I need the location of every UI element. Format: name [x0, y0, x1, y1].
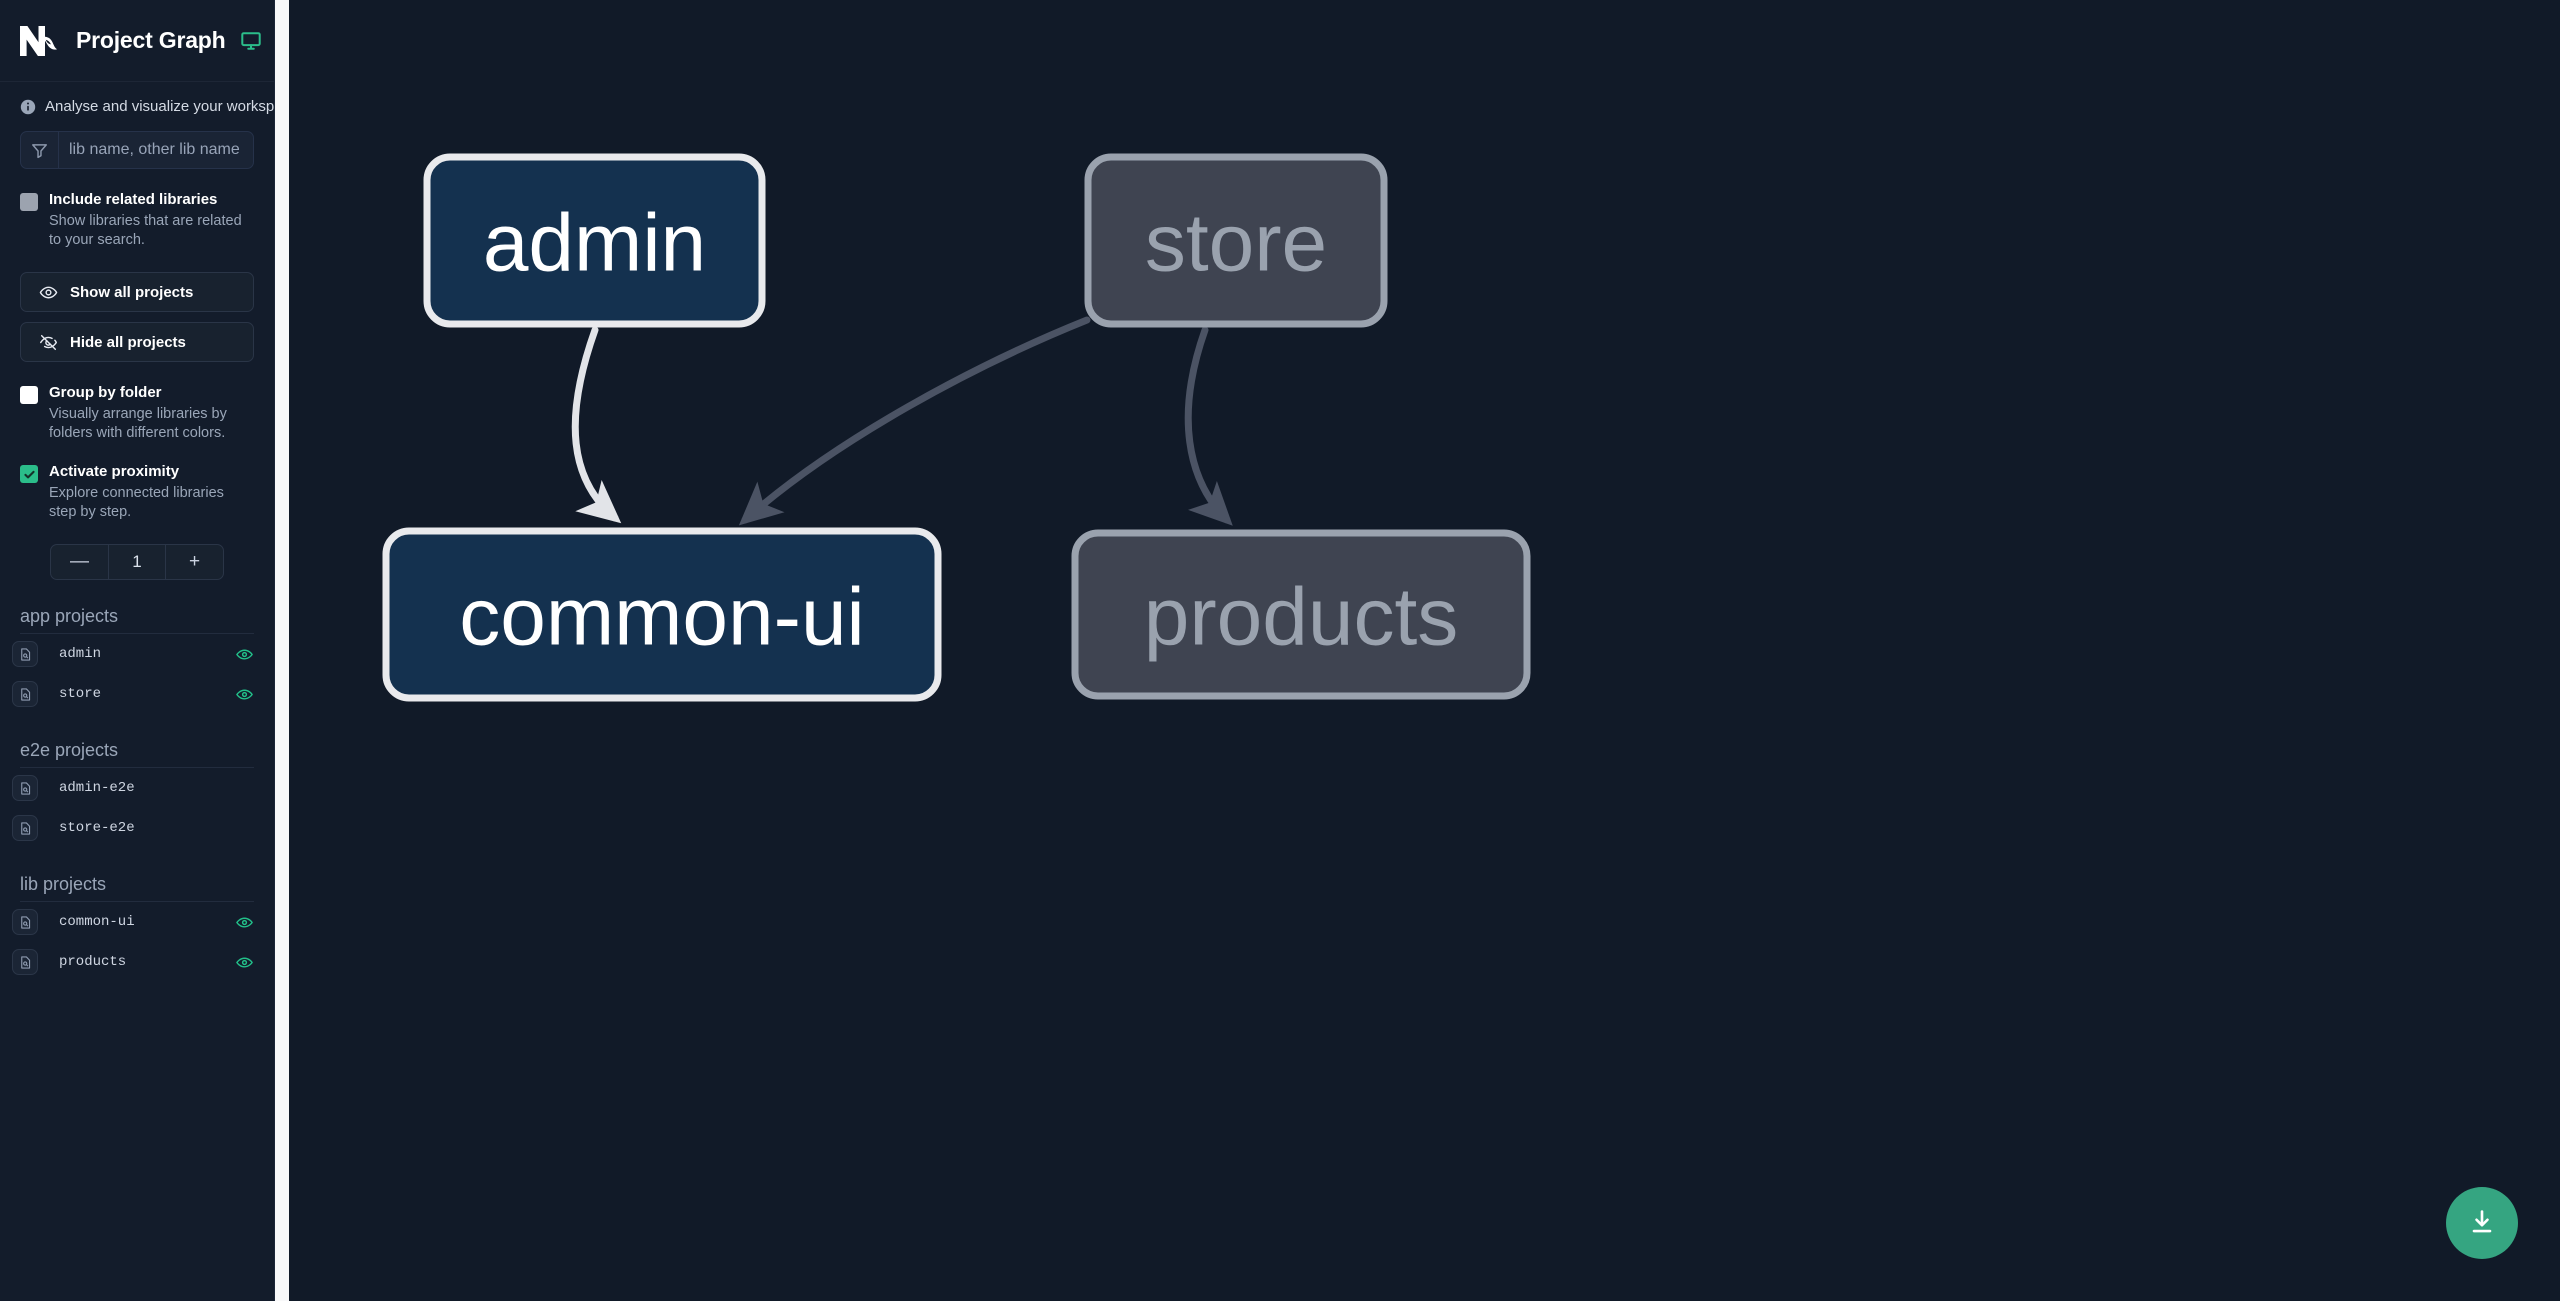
edge-admin-to-common-ui[interactable]: [571, 326, 622, 524]
project-name: store-e2e: [59, 820, 135, 836]
hide-all-projects-button[interactable]: Hide all projects: [20, 322, 254, 362]
project-row-common-ui[interactable]: common-ui: [0, 902, 274, 942]
proximity-increment-button[interactable]: +: [166, 545, 223, 579]
option-desc-include-related-libraries: Show libraries that are related to your …: [49, 212, 242, 248]
group-title-e2e-projects: e2e projects: [20, 740, 254, 768]
eye-icon[interactable]: [235, 913, 254, 932]
project-file-icon: [12, 641, 38, 667]
project-group-e2e-projects: e2e projects admin-e2e: [0, 740, 274, 848]
project-file-icon: [12, 949, 38, 975]
show-all-projects-label: Show all projects: [70, 283, 194, 301]
graph-canvas[interactable]: admin store common-ui products: [275, 0, 2560, 1301]
project-file-icon: [12, 775, 38, 801]
option-desc-group-by-folder: Visually arrange libraries by folders wi…: [49, 405, 227, 441]
project-name: admin: [59, 646, 102, 662]
project-row-admin-e2e[interactable]: admin-e2e: [0, 768, 274, 808]
search-input[interactable]: [59, 132, 253, 168]
checkbox-activate-proximity[interactable]: [20, 465, 38, 483]
option-label-group-by-folder: Group by folder: [49, 384, 162, 401]
graph-node-admin[interactable]: admin: [423, 153, 766, 328]
checkmark-icon: [23, 470, 35, 478]
project-file-icon: [12, 681, 38, 707]
download-graph-button[interactable]: [2446, 1187, 2518, 1259]
graph-edges: [571, 316, 1233, 526]
proximity-decrement-button[interactable]: —: [51, 545, 108, 579]
page-title: Project Graph: [76, 27, 226, 53]
project-group-lib-projects: lib projects common-ui: [0, 874, 274, 982]
project-row-store-e2e[interactable]: store-e2e: [0, 808, 274, 848]
project-name: products: [59, 954, 127, 970]
group-title-app-projects: app projects: [20, 606, 254, 634]
option-group-by-folder[interactable]: Group by folder Visually arrange librari…: [0, 384, 274, 443]
checkbox-group-by-folder[interactable]: [20, 386, 38, 404]
graph-node-common-ui[interactable]: common-ui: [382, 527, 942, 702]
eye-icon: [39, 283, 58, 302]
sidebar: Project Graph Analyse and visualize your…: [0, 0, 275, 1301]
eye-icon[interactable]: [235, 685, 254, 704]
tagline: Analyse and visualize your workspace.: [0, 82, 274, 127]
proximity-value: 1: [108, 545, 166, 579]
checkbox-include-related-libraries[interactable]: [20, 193, 38, 211]
project-file-icon: [12, 909, 38, 935]
info-icon: [20, 99, 36, 115]
search-box[interactable]: [20, 131, 254, 169]
group-title-lib-projects: lib projects: [20, 874, 254, 902]
option-label-activate-proximity: Activate proximity: [49, 463, 180, 480]
project-row-admin[interactable]: admin: [0, 634, 274, 674]
option-desc-activate-proximity: Explore connected libraries step by step…: [49, 484, 224, 520]
option-activate-proximity[interactable]: Activate proximity Explore connected lib…: [0, 463, 274, 522]
option-include-related-libraries[interactable]: Include related libraries Show libraries…: [0, 191, 274, 250]
project-file-icon: [12, 815, 38, 841]
eye-off-icon: [39, 333, 58, 352]
edge-store-to-products[interactable]: [1184, 326, 1233, 526]
filter-funnel-icon: [21, 132, 59, 168]
eye-icon[interactable]: [235, 953, 254, 972]
project-group-app-projects: app projects admin: [0, 606, 274, 714]
tagline-text: Analyse and visualize your workspace.: [45, 98, 275, 115]
project-graph-svg: admin store common-ui products: [382, 153, 1531, 702]
graph-node-products[interactable]: products: [1071, 529, 1531, 700]
search-container: [0, 127, 274, 169]
proximity-stepper: — 1 +: [0, 544, 274, 580]
download-icon: [2467, 1207, 2497, 1240]
project-name: store: [59, 686, 102, 702]
project-name: admin-e2e: [59, 780, 135, 796]
project-row-store[interactable]: store: [0, 674, 274, 714]
sidebar-divider: [275, 0, 289, 1301]
edge-store-to-common-ui[interactable]: [738, 316, 1091, 526]
eye-icon[interactable]: [235, 645, 254, 664]
graph-node-label-products: products: [1144, 572, 1459, 663]
project-row-products[interactable]: products: [0, 942, 274, 982]
graph-node-store[interactable]: store: [1084, 153, 1388, 328]
nx-logo-icon: [18, 22, 62, 60]
monitor-icon[interactable]: [240, 30, 262, 52]
visibility-button-stack: Show all projects Hide all projects: [0, 272, 274, 362]
graph-node-label-common-ui: common-ui: [459, 572, 865, 663]
project-name: common-ui: [59, 914, 135, 930]
sidebar-header: Project Graph: [0, 0, 274, 82]
option-label-include-related-libraries: Include related libraries: [49, 191, 218, 208]
graph-node-label-admin: admin: [483, 198, 706, 289]
graph-node-label-store: store: [1145, 198, 1327, 289]
hide-all-projects-label: Hide all projects: [70, 333, 186, 351]
show-all-projects-button[interactable]: Show all projects: [20, 272, 254, 312]
graph-nodes: admin store common-ui products: [382, 153, 1531, 702]
